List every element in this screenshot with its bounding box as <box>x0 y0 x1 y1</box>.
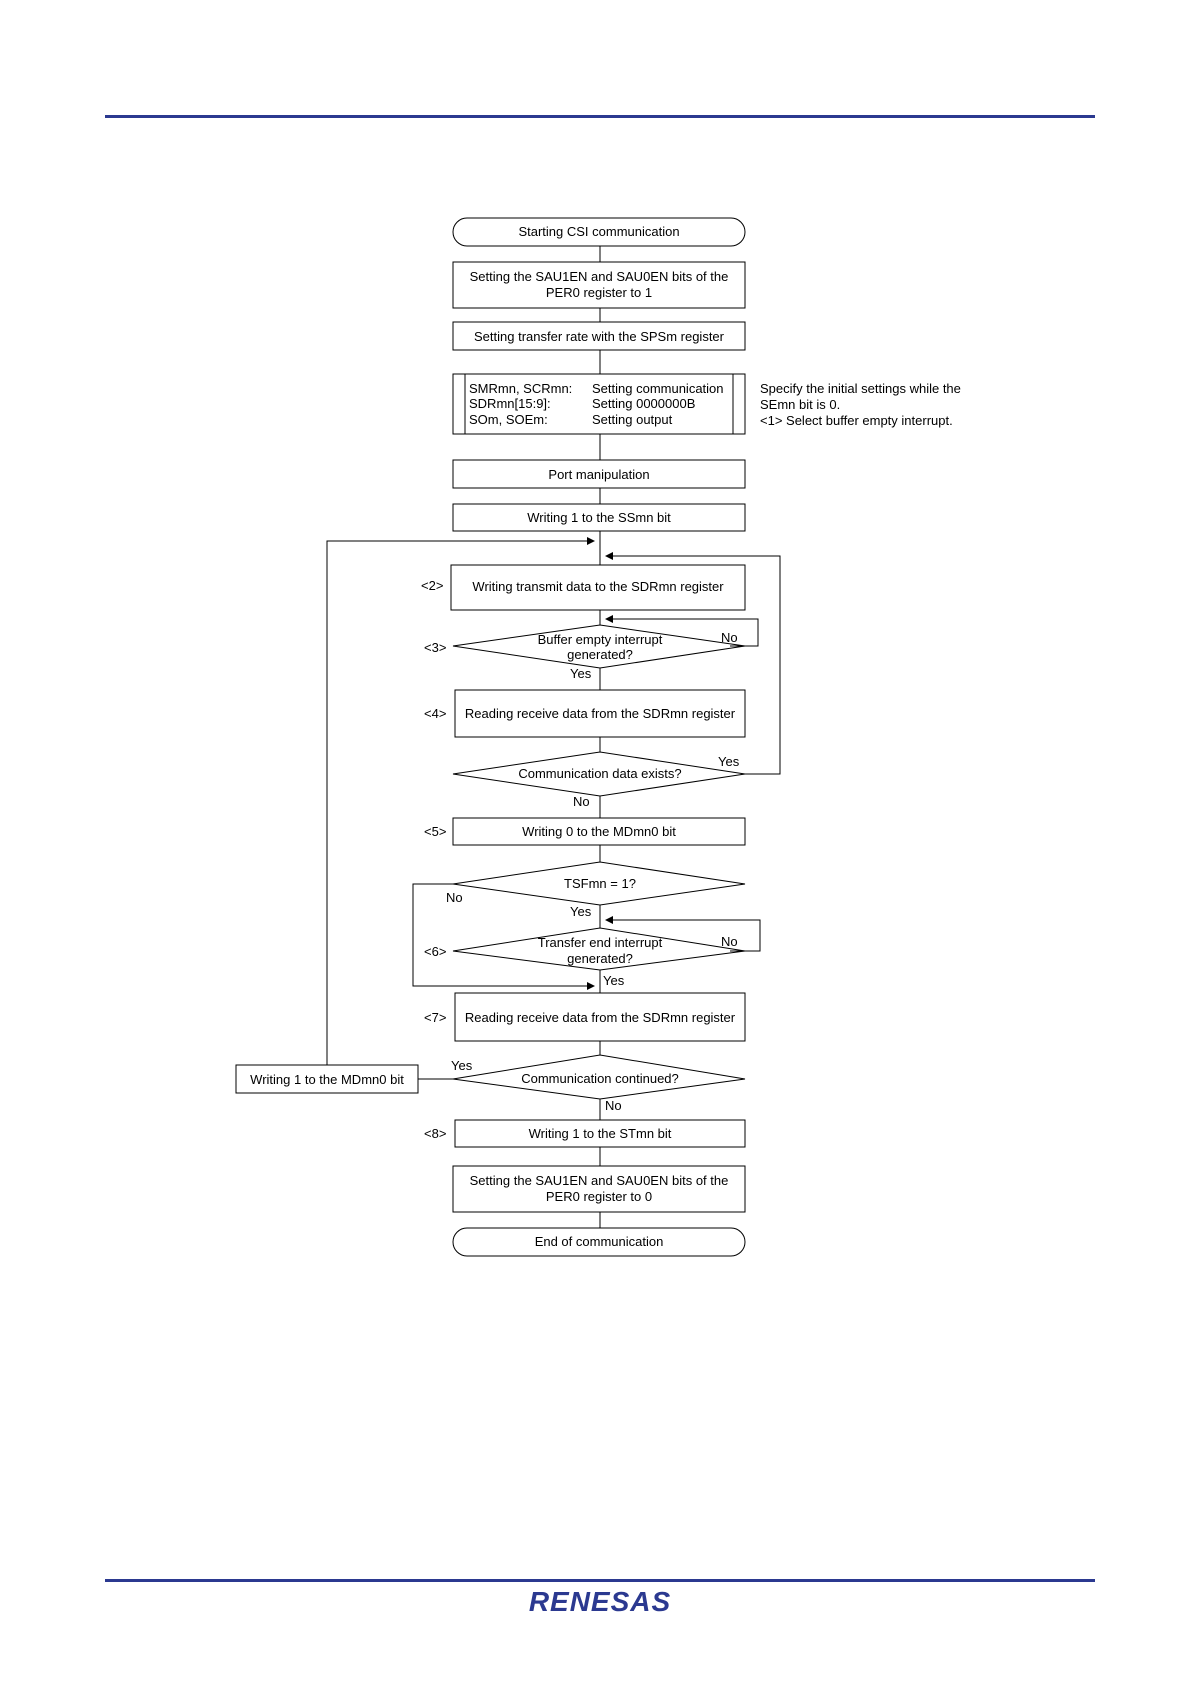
branch-label: Yes <box>603 973 625 988</box>
init-register: SMRmn, SCRmn: <box>469 381 572 396</box>
per0-enable-box <box>452 261 746 309</box>
st-box <box>454 1119 746 1148</box>
transfer-end-label: Transfer end interrupt <box>538 935 663 950</box>
header-rule <box>105 115 1095 118</box>
port-label: Port manipulation <box>548 467 649 482</box>
branch-label: Yes <box>718 754 740 769</box>
continued-label: Communication continued? <box>521 1071 679 1086</box>
write-tx-label: Writing transmit data to the SDRmn regis… <box>472 579 724 594</box>
step-marker: <5> <box>424 824 446 839</box>
tsf-decision <box>452 861 746 906</box>
read-rx-label-1: Reading receive data from the SDRmn regi… <box>465 706 736 721</box>
footer-rule <box>105 1579 1095 1582</box>
data-exists-decision <box>452 751 746 797</box>
branch-label: No <box>573 794 590 809</box>
branch-label: No <box>721 630 738 645</box>
read-rx-label-2: Reading receive data from the SDRmn regi… <box>465 1010 736 1025</box>
step-marker: <2> <box>421 578 443 593</box>
init-settings-box <box>452 373 746 435</box>
sps-box <box>452 321 746 351</box>
loop-back-line <box>326 537 595 1065</box>
data-exists-label: Communication data exists? <box>518 766 681 781</box>
note-text: SEmn bit is 0. <box>760 397 840 412</box>
per0-disable-box <box>452 1165 746 1213</box>
end-terminal <box>452 1227 746 1257</box>
renesas-logo-text: RENESAS <box>529 1586 671 1617</box>
init-value: Setting output <box>592 412 673 427</box>
transfer-end-label: generated? <box>567 951 633 966</box>
start-label: Starting CSI communication <box>518 224 679 239</box>
buffer-empty-label: Buffer empty interrupt <box>538 632 663 647</box>
loop-back-line <box>605 552 781 775</box>
md0-box <box>452 817 746 846</box>
note-text: <1> Select buffer empty interrupt. <box>760 413 953 428</box>
start-terminal <box>452 217 746 247</box>
tsf-label: TSFmn = 1? <box>564 876 636 891</box>
note-text: Specify the initial settings while the <box>760 381 961 396</box>
branch-label: Yes <box>570 666 592 681</box>
tsf-no-line <box>412 883 595 990</box>
branch-label: No <box>721 934 738 949</box>
st-label: Writing 1 to the STmn bit <box>529 1126 672 1141</box>
end-label: End of communication <box>535 1234 664 1249</box>
init-value: Setting 0000000B <box>592 396 695 411</box>
read-rx-box-2 <box>454 992 746 1042</box>
md1-box <box>235 1064 419 1094</box>
write-tx-box <box>450 564 746 611</box>
step-marker: <4> <box>424 706 446 721</box>
step-marker: <3> <box>424 640 446 655</box>
sps-label: Setting transfer rate with the SPSm regi… <box>474 329 725 344</box>
branch-label: Yes <box>570 904 592 919</box>
branch-label: No <box>446 890 463 905</box>
ss-label: Writing 1 to the SSmn bit <box>527 510 671 525</box>
init-register: SDRmn[15:9]: <box>469 396 551 411</box>
read-rx-box-1 <box>454 689 746 738</box>
branch-label: Yes <box>451 1058 473 1073</box>
init-value: Setting communication <box>592 381 724 396</box>
per0-disable-label: PER0 register to 0 <box>546 1189 652 1204</box>
continued-decision <box>452 1054 746 1100</box>
buffer-empty-decision <box>452 624 746 669</box>
transfer-end-decision <box>452 927 746 971</box>
ss-box <box>452 503 746 532</box>
port-box <box>452 459 746 489</box>
per0-enable-label: PER0 register to 1 <box>546 285 652 300</box>
md1-label: Writing 1 to the MDmn0 bit <box>250 1072 404 1087</box>
md0-label: Writing 0 to the MDmn0 bit <box>522 824 676 839</box>
buffer-empty-label: generated? <box>567 647 633 662</box>
branch-label: No <box>605 1098 622 1113</box>
per0-disable-label: Setting the SAU1EN and SAU0EN bits of th… <box>470 1173 729 1188</box>
step-marker: <7> <box>424 1010 446 1025</box>
step-marker: <8> <box>424 1126 446 1141</box>
renesas-logo: RENESAS <box>529 1586 671 1617</box>
per0-enable-label: Setting the SAU1EN and SAU0EN bits of th… <box>470 269 729 284</box>
step-marker: <6> <box>424 944 446 959</box>
init-register: SOm, SOEm: <box>469 412 548 427</box>
